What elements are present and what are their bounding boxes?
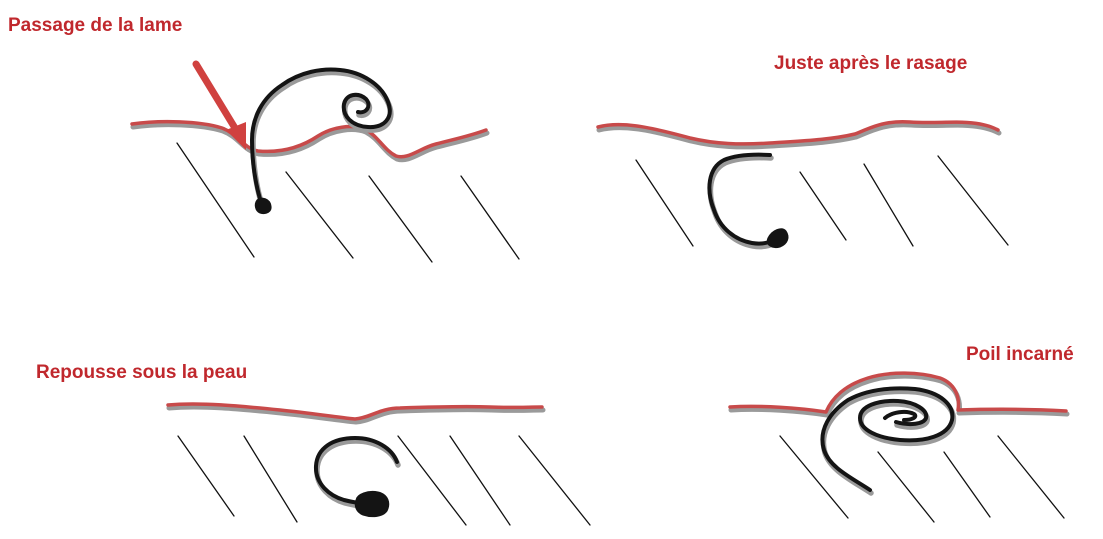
hair-4: [822, 388, 953, 493]
panel-1-drawing: [132, 64, 519, 262]
tissue-line: [636, 160, 693, 246]
tissue-line: [178, 436, 234, 516]
hair-1: [252, 70, 391, 214]
panel-2-drawing: [598, 122, 1008, 248]
tissue-lines-1: [177, 143, 519, 262]
tissue-line: [878, 452, 934, 522]
hair-2: [709, 155, 788, 248]
skin-surface-2: [598, 122, 999, 147]
tissue-line: [369, 176, 432, 262]
tissue-line: [398, 436, 466, 525]
tissue-line: [864, 164, 913, 246]
razor-blade-arrow-icon: [196, 64, 246, 150]
panel-3-drawing: [168, 404, 590, 525]
tissue-line: [286, 172, 353, 258]
tissue-lines-2: [636, 156, 1008, 246]
tissue-line: [780, 436, 848, 518]
hair-bulb: [767, 229, 788, 248]
tissue-line: [938, 156, 1008, 245]
tissue-line: [519, 436, 590, 525]
tissue-line: [944, 452, 990, 517]
tissue-line: [450, 436, 510, 525]
panel-4-drawing: [730, 373, 1067, 522]
hair-inner-curl: [885, 412, 915, 420]
tissue-line: [800, 172, 846, 240]
hair-bulb: [255, 198, 271, 213]
tissue-line: [244, 436, 297, 522]
tissue-line: [998, 436, 1064, 518]
hair-3: [316, 438, 398, 517]
hair-bulb: [355, 491, 388, 516]
tissue-line: [177, 143, 254, 257]
skin-surface-3: [168, 404, 543, 422]
tissue-line: [461, 176, 519, 259]
